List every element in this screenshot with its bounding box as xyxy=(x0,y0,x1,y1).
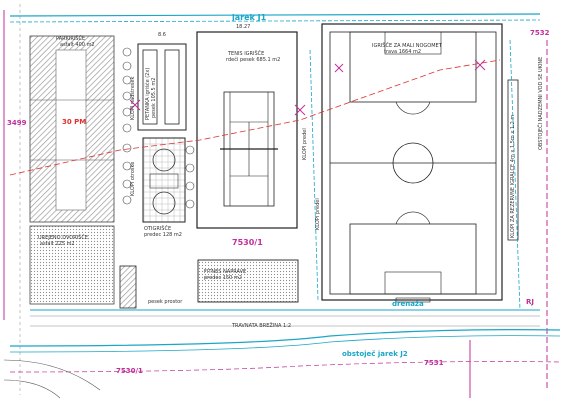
tennis-sub: rdeči pesek 685.1 m2 xyxy=(226,57,281,63)
dim-top-tennis: 18.27 xyxy=(236,24,251,30)
reserve-bench xyxy=(507,79,519,241)
drainage-label: drenaža xyxy=(392,300,424,308)
top-ditch-label: jarek J1 xyxy=(232,13,267,22)
tree-column xyxy=(122,47,195,209)
parking-sub: asfalt 400 m2 xyxy=(60,42,95,48)
petanque-area xyxy=(137,43,187,131)
parcel-top-right: 7532 xyxy=(530,29,550,37)
parking-area xyxy=(29,35,115,223)
bottom-ditch-lines xyxy=(9,315,561,373)
reserve-bench-label: KLOPI ZA REZERVNE IGRALCE 4m x 1.5m x 1.… xyxy=(510,114,516,238)
playground-area xyxy=(142,137,186,223)
fitness-title: FITNES NAPRAVE xyxy=(204,269,247,275)
markers xyxy=(129,59,486,116)
bench-label-c: KLOPI predel xyxy=(302,128,308,160)
bench-label-b: KLOPI otroške xyxy=(130,161,136,196)
road-edge xyxy=(3,359,101,399)
playground-title: OTIGRIŠČE xyxy=(144,226,172,232)
bench-label-a: KLOPI nadstrešek xyxy=(130,76,136,120)
petanque-sub: pesek 105.5 m2 xyxy=(151,77,157,118)
dim-top-small: 8.6 xyxy=(158,32,166,38)
utility-line xyxy=(9,59,501,176)
parking-title: PARKIRIŠČE xyxy=(56,36,86,42)
existing-water-label: OBSTOJEČI NADZEMNI VOD SE UKINE xyxy=(538,56,544,150)
code-rj: RJ xyxy=(526,298,534,306)
utility-block xyxy=(119,265,137,309)
fitness-sub: predec 150 m2 xyxy=(204,275,242,281)
lawn-label: TRAVNATA BREŽINA 1:2 xyxy=(232,323,292,329)
sand-area-label: pesek prostor xyxy=(148,299,183,305)
entrance-area xyxy=(29,225,115,305)
bench-label-d: KLOPI predel xyxy=(315,198,321,230)
football-sub: trava 1664 m2 xyxy=(384,49,422,55)
playground-sub: predec 128 m2 xyxy=(144,232,182,238)
top-ditch-lines xyxy=(9,13,541,23)
parcel-bottom-right: 7531 xyxy=(424,359,444,367)
parcel-left: 3499 xyxy=(7,119,27,127)
football-pitch xyxy=(321,23,503,303)
parcel-center: 7530/1 xyxy=(232,238,263,247)
fitness-area xyxy=(197,259,299,303)
football-title: IGRIŠČE ZA MALI NOGOMET xyxy=(372,43,442,49)
code-30pm: 30 PM xyxy=(62,118,87,126)
parcel-bottom-left: 7530/1 xyxy=(116,367,143,375)
tennis-title: TENIS IGRIŠČE xyxy=(228,51,265,57)
bottom-ditch-label: obstoječ jarek J2 xyxy=(342,350,408,358)
drainage-line xyxy=(30,39,540,311)
entrance-title: UREJENO DVORIŠČE xyxy=(38,235,88,241)
entrance-sub: asfalt 225 m2 xyxy=(40,241,75,247)
tennis-court xyxy=(196,31,298,229)
